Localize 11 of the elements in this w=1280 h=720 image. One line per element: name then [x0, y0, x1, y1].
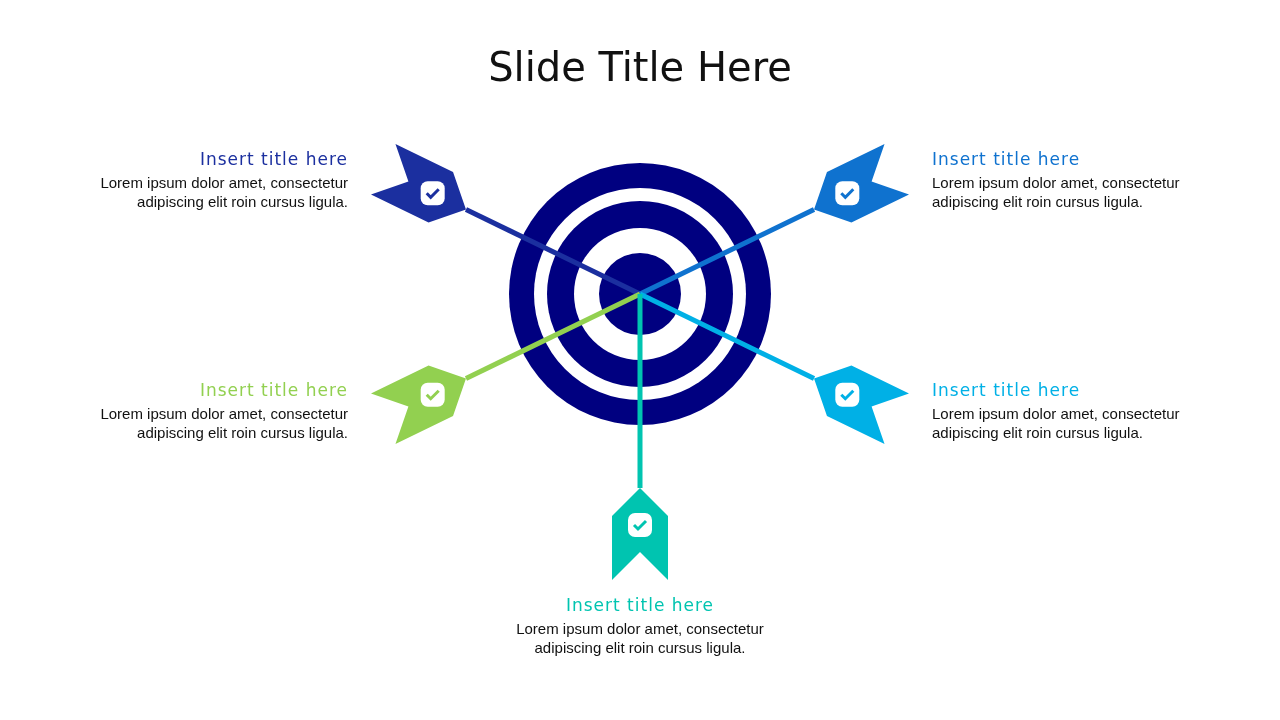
item-description: Lorem ipsum dolor amet, consectetur adipiscing elit roin cursus ligula. [99, 404, 348, 443]
item-description: Lorem ipsum dolor amet, consectetur adipiscing elit roin cursus ligula. [515, 619, 765, 658]
item-title: Insert title here [199, 380, 348, 401]
item-title: Insert title here [199, 149, 348, 170]
item-title: Insert title here [932, 149, 1081, 170]
item-description: Lorem ipsum dolor amet, consectetur adipiscing elit roin cursus ligula. [932, 173, 1181, 212]
item-description: Lorem ipsum dolor amet, consectetur adipiscing elit roin cursus ligula. [932, 404, 1181, 443]
slide-title: Slide Title Here [487, 44, 793, 90]
item-description: Lorem ipsum dolor amet, consectetur adipiscing elit roin cursus ligula. [99, 173, 348, 212]
item-title: Insert title here [932, 380, 1081, 401]
item-title: Insert title here [565, 595, 715, 616]
